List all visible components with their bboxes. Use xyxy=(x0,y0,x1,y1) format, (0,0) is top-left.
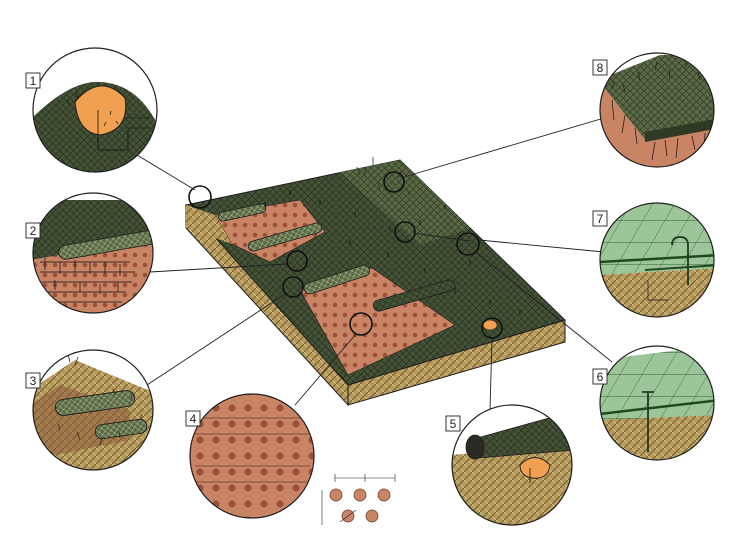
callout-label-4: 4 xyxy=(185,410,201,427)
detail-2 xyxy=(32,192,154,314)
detail-3 xyxy=(32,349,154,471)
marker-6 xyxy=(456,232,480,256)
marker-4 xyxy=(349,312,373,336)
detail-4 xyxy=(189,393,315,519)
detail-8 xyxy=(599,52,715,168)
callout-label-5: 5 xyxy=(445,415,461,432)
svg-text:4: 4 xyxy=(190,412,197,426)
spacing-inset xyxy=(321,474,396,525)
detail-5 xyxy=(451,404,573,526)
mat-rolls xyxy=(218,203,456,312)
number-labels: 1 2 3 4 5 6 7 8 xyxy=(25,59,608,432)
svg-text:7: 7 xyxy=(597,212,604,226)
anchor-pins xyxy=(264,190,521,315)
detail-6 xyxy=(599,345,715,461)
svg-text:1: 1 xyxy=(30,74,37,88)
callout-label-7: 7 xyxy=(592,210,608,227)
svg-text:3: 3 xyxy=(30,374,37,388)
detail-1 xyxy=(32,47,158,173)
slope-block xyxy=(185,157,566,407)
callout-label-2: 2 xyxy=(25,222,41,239)
marker-7 xyxy=(394,221,416,243)
leader-lines xyxy=(131,117,613,411)
svg-text:5: 5 xyxy=(450,417,457,431)
svg-text:6: 6 xyxy=(597,370,604,384)
marker-8 xyxy=(383,171,405,193)
detail-7 xyxy=(599,202,715,318)
callout-label-3: 3 xyxy=(25,372,41,389)
svg-text:2: 2 xyxy=(30,224,37,238)
marker-1 xyxy=(188,185,212,209)
marker-3 xyxy=(282,276,304,298)
marker-2 xyxy=(286,250,308,272)
vegetated-zone xyxy=(340,160,470,245)
callout-label-8: 8 xyxy=(592,59,608,76)
callout-label-1: 1 xyxy=(25,72,41,89)
callout-label-6: 6 xyxy=(592,368,608,385)
svg-text:8: 8 xyxy=(597,61,604,75)
